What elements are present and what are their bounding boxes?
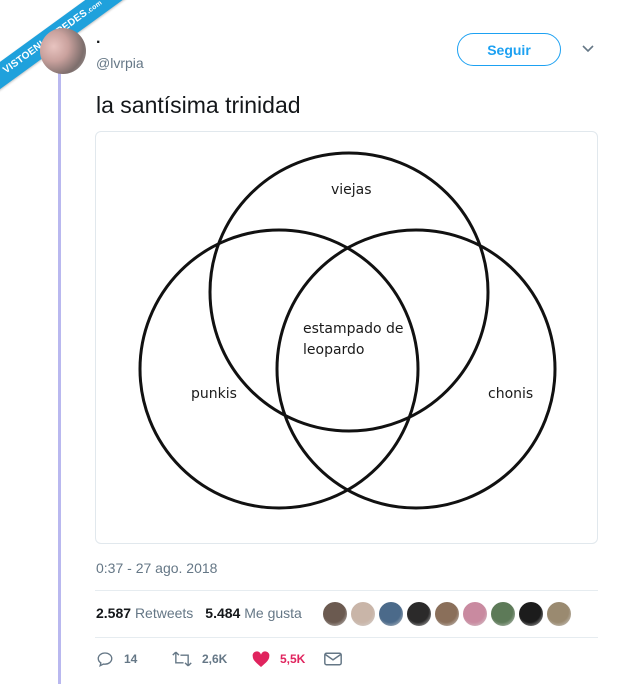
tweet-actions: 14 2,6K 5,5K — [96, 650, 342, 668]
message-action[interactable] — [324, 652, 342, 666]
retweet-action[interactable]: 2,6K — [172, 650, 252, 668]
tweet-media[interactable]: viejas punkis chonis estampado de leopar… — [95, 131, 598, 544]
liker-avatar[interactable] — [462, 601, 488, 627]
liker-avatar[interactable] — [490, 601, 516, 627]
venn-label-left: punkis — [191, 386, 237, 402]
likes-stat[interactable]: 5.484 Me gusta — [205, 605, 302, 621]
retweet-count: 2,6K — [202, 652, 228, 666]
retweets-label: Retweets — [134, 605, 194, 621]
liker-avatar[interactable] — [322, 601, 348, 627]
ribbon-suffix: .com — [85, 0, 104, 16]
reply-action[interactable]: 14 — [96, 650, 172, 668]
retweets-count: 2.587 — [96, 605, 132, 621]
likes-label: Me gusta — [244, 605, 302, 621]
tweet-stats: 2.587 Retweets 5.484 Me gusta — [96, 605, 302, 621]
chevron-down-icon[interactable] — [581, 44, 595, 54]
venn-label-top: viejas — [331, 182, 372, 198]
retweets-stat[interactable]: 2.587 Retweets — [96, 605, 193, 621]
liker-avatar[interactable] — [350, 601, 376, 627]
liker-avatar[interactable] — [546, 601, 572, 627]
venn-label-center-line1: estampado de — [303, 321, 403, 337]
venn-circle-top — [208, 151, 490, 433]
retweet-icon — [172, 651, 192, 667]
divider — [95, 590, 598, 591]
display-name[interactable]: . — [96, 30, 101, 47]
likers-avatars[interactable] — [322, 601, 572, 627]
venn-label-right: chonis — [488, 386, 533, 402]
divider — [95, 637, 598, 638]
tweet-timestamp[interactable]: 0:37 - 27 ago. 2018 — [96, 560, 218, 576]
liker-avatar[interactable] — [434, 601, 460, 627]
user-handle[interactable]: @lvrpia — [96, 55, 144, 71]
reply-count: 14 — [124, 652, 138, 666]
venn-circle-right — [275, 228, 557, 510]
liker-avatar[interactable] — [518, 601, 544, 627]
like-count: 5,5K — [280, 652, 306, 666]
likes-count: 5.484 — [205, 605, 241, 621]
tweet-text: la santísima trinidad — [96, 92, 301, 118]
venn-diagram: viejas punkis chonis estampado de leopar… — [138, 151, 557, 510]
envelope-icon — [324, 652, 342, 666]
venn-circle-left — [138, 228, 420, 510]
liker-avatar[interactable] — [378, 601, 404, 627]
reply-icon — [97, 652, 113, 668]
follow-button[interactable]: Seguir — [457, 33, 561, 66]
avatar[interactable] — [40, 28, 86, 74]
thread-line — [58, 70, 61, 684]
venn-label-center-line2: leopardo — [303, 342, 365, 358]
heart-icon — [252, 650, 270, 667]
liker-avatar[interactable] — [406, 601, 432, 627]
like-action[interactable]: 5,5K — [252, 650, 324, 668]
